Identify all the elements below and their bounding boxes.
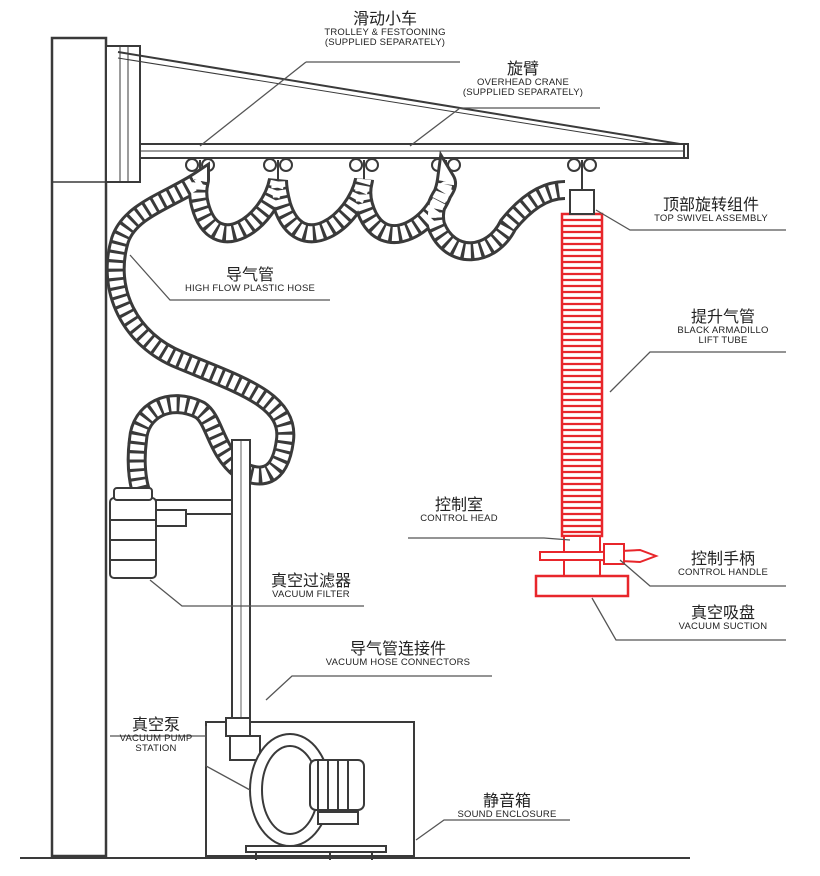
label-filter-cn: 真空过滤器 bbox=[270, 571, 351, 590]
label-connectors: 导气管连接件 VACUUM HOSE CONNECTORS bbox=[306, 640, 490, 668]
label-crane-en2: (SUPPLIED SEPARATELY) bbox=[462, 87, 584, 99]
label-crane-en1: OVERHEAD CRANE bbox=[476, 76, 569, 88]
label-trolley: 滑动小车 TROLLEY & FESTOONING (SUPPLIED SEPA… bbox=[300, 10, 470, 48]
label-enclosure-cn: 静音箱 bbox=[482, 791, 531, 810]
label-hose-cn: 导气管 bbox=[225, 265, 274, 284]
trolley-2 bbox=[263, 158, 293, 180]
label-hose-en1: HIGH FLOW PLASTIC HOSE bbox=[184, 282, 316, 294]
label-pump-cn: 真空泵 bbox=[131, 715, 180, 734]
label-pump-en1: VACUUM PUMP bbox=[119, 732, 193, 744]
label-enclosure-en1: SOUND ENCLOSURE bbox=[457, 808, 557, 820]
hose bbox=[105, 150, 566, 721]
leader-lines bbox=[110, 61, 786, 841]
label-lift-tube-cn: 提升气管 bbox=[690, 307, 755, 326]
label-control-handle-cn: 控制手柄 bbox=[690, 549, 755, 568]
label-trolley-cn: 滑动小车 bbox=[352, 9, 417, 28]
label-pump-en2: STATION bbox=[135, 743, 177, 755]
lift-tube bbox=[560, 189, 604, 538]
label-swivel-en1: TOP SWIVEL ASSEMBLY bbox=[654, 212, 768, 224]
label-swivel: 顶部旋转组件 TOP SWIVEL ASSEMBLY bbox=[636, 196, 786, 224]
vacuum-pump bbox=[225, 717, 387, 860]
label-crane: 旋臂 OVERHEAD CRANE (SUPPLIED SEPARATELY) bbox=[448, 60, 598, 98]
label-connectors-en1: VACUUM HOSE CONNECTORS bbox=[325, 656, 471, 668]
vacuum-suction-pad bbox=[534, 574, 630, 598]
label-control-handle: 控制手柄 CONTROL HANDLE bbox=[660, 550, 786, 578]
trolley-3 bbox=[349, 158, 379, 180]
label-pump: 真空泵 VACUUM PUMP STATION bbox=[106, 716, 206, 754]
trolleys bbox=[185, 158, 597, 190]
label-swivel-cn: 顶部旋转组件 bbox=[662, 195, 759, 214]
label-hose: 导气管 HIGH FLOW PLASTIC HOSE bbox=[170, 266, 330, 294]
label-suction-en1: VACUUM SUCTION bbox=[678, 620, 768, 632]
control-head bbox=[539, 535, 659, 577]
label-control-head-en1: CONTROL HEAD bbox=[420, 512, 498, 524]
label-filter: 真空过滤器 VACUUM FILTER bbox=[252, 572, 370, 600]
label-filter-en1: VACUUM FILTER bbox=[272, 588, 350, 600]
crane-column bbox=[50, 36, 141, 858]
label-control-head: 控制室 CONTROL HEAD bbox=[404, 496, 514, 524]
label-enclosure: 静音箱 SOUND ENCLOSURE bbox=[444, 792, 570, 820]
label-crane-cn: 旋臂 bbox=[506, 59, 539, 78]
label-trolley-en1: TROLLEY & FESTOONING bbox=[324, 26, 446, 38]
jib-arm bbox=[117, 51, 689, 159]
label-lift-tube: 提升气管 BLACK ARMADILLO LIFT TUBE bbox=[660, 308, 786, 346]
label-control-handle-en1: CONTROL HANDLE bbox=[677, 566, 769, 578]
label-suction: 真空吸盘 VACUUM SUCTION bbox=[660, 604, 786, 632]
label-trolley-en2: (SUPPLIED SEPARATELY) bbox=[324, 37, 446, 49]
label-lift-tube-en1: BLACK ARMADILLO bbox=[677, 324, 769, 336]
label-suction-cn: 真空吸盘 bbox=[690, 603, 755, 622]
label-lift-tube-en2: LIFT TUBE bbox=[698, 335, 748, 347]
label-control-head-cn: 控制室 bbox=[434, 495, 483, 514]
trolley-5 bbox=[567, 158, 597, 190]
vacuum-filter bbox=[109, 487, 233, 579]
label-connectors-cn: 导气管连接件 bbox=[349, 639, 446, 658]
